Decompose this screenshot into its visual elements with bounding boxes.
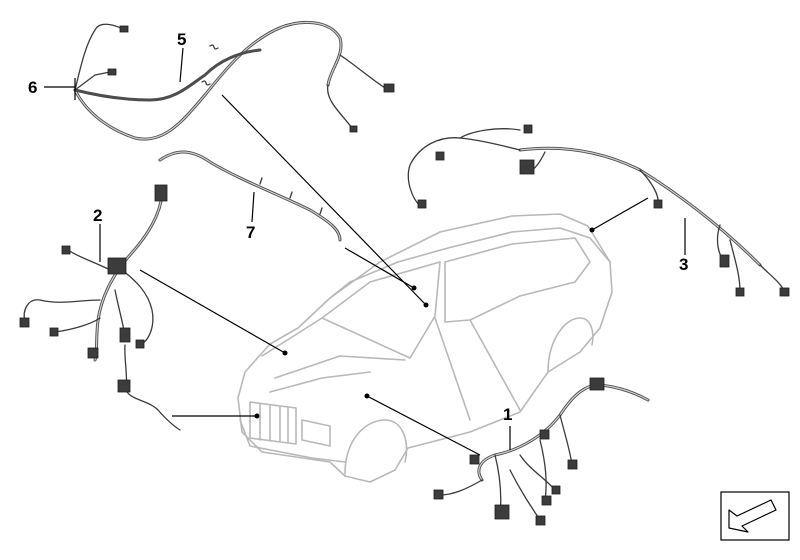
- connector: [494, 504, 510, 520]
- connector: [61, 245, 71, 255]
- connector: [19, 317, 30, 328]
- car-front-wheel: [344, 419, 408, 475]
- leader-line-7-car: [344, 247, 415, 289]
- callout-5: 5: [177, 30, 186, 49]
- callout-2: 2: [93, 206, 102, 225]
- connector: [653, 199, 663, 209]
- connector: [519, 159, 535, 175]
- harness-5-6: [73, 20, 395, 141]
- leader-line-3-car: [591, 197, 649, 231]
- connector: [551, 485, 561, 495]
- connector: [539, 429, 550, 440]
- leader-line-7: [251, 191, 255, 223]
- connector: [49, 327, 59, 337]
- connector: [779, 287, 790, 297]
- connector: [349, 125, 358, 133]
- harness-5-wire: [73, 20, 343, 141]
- connector: [435, 151, 445, 161]
- car-hood-line: [261, 317, 323, 357]
- connector: [107, 257, 127, 275]
- connector: [383, 83, 395, 93]
- car-rear-wheel: [547, 317, 594, 373]
- car-door-line: [434, 317, 521, 421]
- leader-line-1-car: [366, 395, 481, 456]
- car-headlight: [301, 419, 331, 447]
- connector: [535, 515, 546, 526]
- leader-line-5-car: [221, 94, 427, 306]
- connector: [735, 287, 745, 297]
- connector: [417, 199, 427, 209]
- callout-3: 3: [679, 255, 688, 274]
- car-body-outline: [237, 213, 613, 483]
- callout-1: 1: [503, 405, 512, 424]
- connector: [119, 25, 129, 33]
- car-hood-crease: [269, 355, 406, 393]
- car-outline: [237, 213, 613, 483]
- leader-line-2-car: [139, 269, 286, 354]
- connector: [523, 124, 533, 134]
- connector: [119, 327, 131, 343]
- harness-3-wire: [518, 146, 762, 267]
- connector: [107, 68, 117, 76]
- connector: [469, 454, 480, 465]
- arrow-icon: [728, 499, 777, 533]
- car-bumper: [239, 419, 346, 463]
- connector: [87, 347, 99, 359]
- connector: [117, 379, 131, 393]
- harness-7: [158, 150, 342, 242]
- connector: [433, 489, 444, 500]
- callout-labels: 1 2 3 5 6 7: [28, 30, 688, 424]
- connector: [567, 459, 578, 470]
- connector: [135, 339, 145, 349]
- connector: [719, 254, 730, 268]
- car-roof-line: [329, 227, 611, 299]
- callout-6: 6: [28, 78, 37, 97]
- car-grille: [249, 401, 297, 445]
- connector: [589, 377, 605, 391]
- harness-1-wire: [477, 383, 650, 482]
- leader-line-5: [179, 47, 184, 83]
- car-windshield: [321, 261, 441, 359]
- leader-lines: [44, 47, 686, 456]
- navigation-arrow-button[interactable]: [720, 491, 790, 541]
- harness-2: [19, 184, 181, 431]
- harness-3: [407, 124, 790, 297]
- harness-1: [433, 377, 650, 526]
- connector: [541, 495, 552, 506]
- connector: [154, 184, 168, 202]
- car-side-window: [444, 237, 591, 323]
- harness-6-wire: [73, 48, 262, 102]
- callout-7: 7: [246, 223, 255, 242]
